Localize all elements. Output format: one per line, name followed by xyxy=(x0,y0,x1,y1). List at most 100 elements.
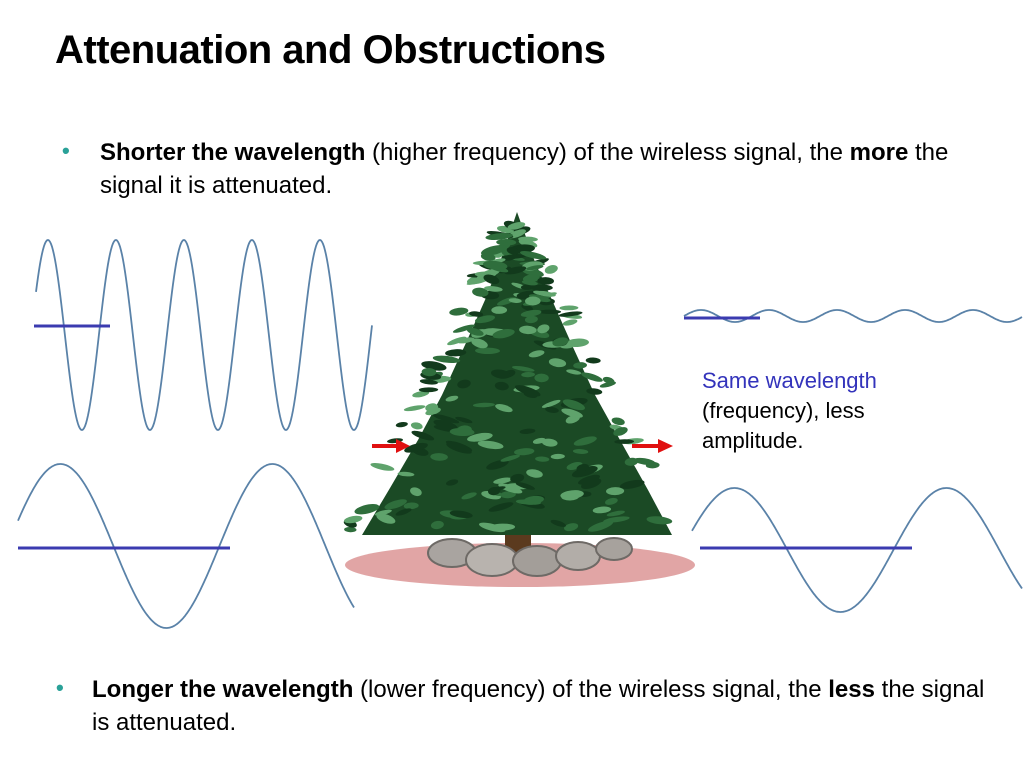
needle-tuft xyxy=(354,504,380,515)
rocks xyxy=(427,537,633,577)
needle-tuft xyxy=(550,453,565,460)
needle-tuft xyxy=(452,324,475,333)
needle-tuft xyxy=(411,430,435,441)
needle-tuft xyxy=(494,381,509,391)
needle-tuft xyxy=(537,277,554,285)
needle-tuft xyxy=(496,238,517,246)
needle-tuft xyxy=(535,456,550,462)
needle-tuft xyxy=(412,390,430,398)
needle-tuft xyxy=(449,427,475,437)
needle-tuft xyxy=(432,355,461,363)
bullet-dot-icon: • xyxy=(56,675,64,700)
needle-tuft xyxy=(486,459,509,470)
needle-tuft xyxy=(521,371,535,378)
needle-tuft xyxy=(466,327,484,336)
needle-tuft xyxy=(592,506,612,514)
waves-group xyxy=(17,239,1023,629)
bullet-phrase-end: the signal is attenuated. xyxy=(92,676,985,736)
needle-tuft xyxy=(461,492,477,500)
needle-tuft xyxy=(432,414,460,424)
needle-tuft xyxy=(404,442,428,453)
slide-title: Attenuation and Obstructions xyxy=(55,28,606,72)
bullet-dot-icon: • xyxy=(62,138,70,163)
needle-tuft xyxy=(624,457,639,466)
needle-tuft xyxy=(456,337,475,344)
needle-tuft xyxy=(619,479,645,489)
needle-tuft xyxy=(534,373,549,383)
rock xyxy=(465,543,519,577)
needle-tuft xyxy=(573,362,587,369)
needle-tuft xyxy=(495,404,513,413)
note-rest: (frequency), less amplitude. xyxy=(702,398,865,453)
note-highlight: Same wavelength xyxy=(702,368,877,393)
needle-tuft xyxy=(515,499,542,505)
bullet-phrase-end: the signal it is attenuated. xyxy=(100,139,949,199)
needle-tuft xyxy=(587,520,614,532)
needle-tuft xyxy=(430,453,448,461)
needle-tuft xyxy=(552,337,569,347)
outgoing-arrow-icon xyxy=(658,439,673,453)
needle-tuft xyxy=(533,290,556,297)
needle-tuft xyxy=(344,526,357,533)
needle-tuft xyxy=(559,305,579,311)
needle-tuft xyxy=(445,349,467,357)
bullet-phrase: (higher frequency) of the wireless signa… xyxy=(365,139,850,166)
needle-tuft xyxy=(502,254,527,259)
high-frequency-wave-attenuated xyxy=(683,309,1023,323)
needle-tuft xyxy=(605,497,618,505)
needle-tuft xyxy=(566,369,582,375)
needle-tuft xyxy=(519,428,536,434)
needle-tuft xyxy=(581,372,603,382)
needle-tuft xyxy=(506,247,519,255)
needle-tuft xyxy=(521,280,538,286)
needle-tuft xyxy=(477,440,504,450)
needle-tuft xyxy=(614,439,635,444)
needle-tuft xyxy=(526,469,543,478)
needle-tuft xyxy=(410,422,423,430)
needle-tuft xyxy=(491,306,508,314)
needle-tuft xyxy=(573,436,597,446)
needle-tuft xyxy=(520,251,547,260)
needle-tuft xyxy=(344,515,363,524)
needle-tuft xyxy=(498,483,523,494)
needle-tuft xyxy=(395,508,412,516)
needle-tuft xyxy=(469,311,484,317)
needle-tuft xyxy=(572,449,589,454)
needle-tuft xyxy=(491,369,511,379)
needle-tuft xyxy=(528,350,545,358)
rock xyxy=(512,545,562,577)
wavelength-markers xyxy=(18,316,912,550)
needle-tuft xyxy=(476,268,501,280)
needle-tuft xyxy=(445,440,473,452)
needle-tuft xyxy=(561,408,583,418)
needle-tuft xyxy=(558,311,583,317)
needle-tuft xyxy=(455,416,473,424)
needle-tuft xyxy=(578,474,600,485)
bullet-bold-word: more xyxy=(849,139,909,166)
needle-tuft xyxy=(606,487,625,496)
needle-tuft xyxy=(519,325,537,335)
needle-tuft xyxy=(518,236,538,242)
needle-tuft xyxy=(507,222,526,230)
needle-tuft xyxy=(581,478,602,490)
needle-tuft xyxy=(548,358,567,368)
needle-tuft xyxy=(475,347,500,355)
needle-tuft xyxy=(425,403,439,412)
needle-tuft xyxy=(611,417,625,426)
needle-tuft xyxy=(520,309,542,317)
needle-tuft xyxy=(493,477,512,484)
bullet-text: Shorter the wavelength (higher frequency… xyxy=(100,136,1000,202)
needle-tuft xyxy=(481,245,507,256)
tree-foliage xyxy=(343,220,673,533)
bullet-phrase: (lower frequency) of the wireless signal… xyxy=(353,676,829,703)
needle-tuft xyxy=(510,473,525,483)
arrows-group xyxy=(372,439,673,453)
needle-tuft xyxy=(482,260,508,270)
needle-tuft xyxy=(524,315,538,324)
needle-tuft xyxy=(537,324,550,334)
needle-tuft xyxy=(566,338,589,348)
needle-tuft xyxy=(492,329,515,339)
bullet-short-wavelength: • Shorter the wavelength (higher frequen… xyxy=(62,136,1000,202)
needle-tuft xyxy=(521,304,533,311)
bullet-bold-phrase: Shorter the wavelength xyxy=(100,139,366,166)
